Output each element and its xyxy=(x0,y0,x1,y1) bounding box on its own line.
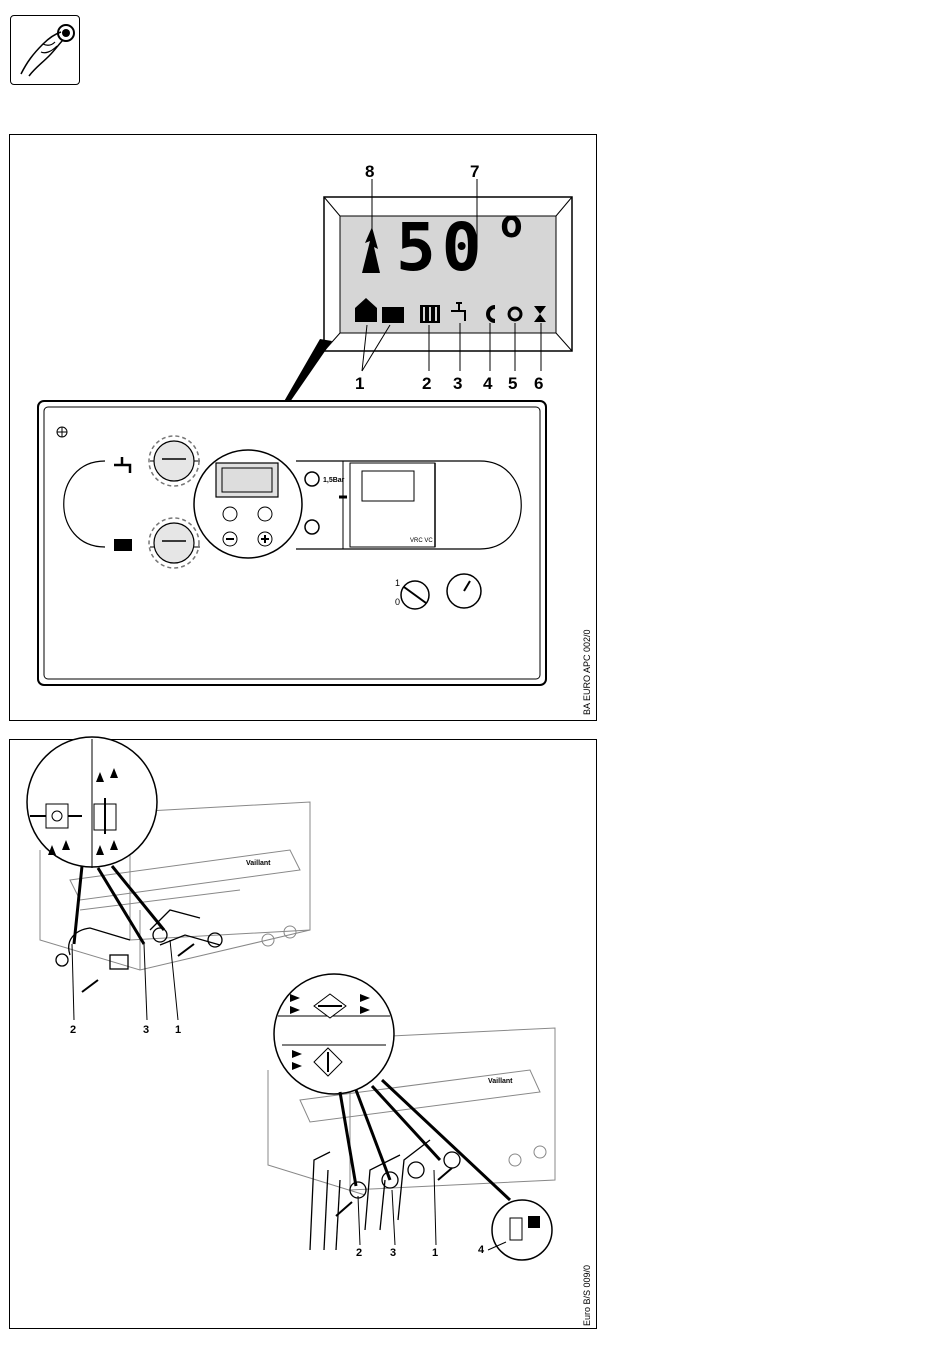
figure-valves: 2 3 1 2 3 1 4 Vaillant Vaillant Euro B/S… xyxy=(9,739,597,1329)
gauge-label-0: 0 xyxy=(395,597,400,608)
boiler-control-panel xyxy=(10,135,596,720)
valve-callout-1-upper: 1 xyxy=(175,1025,181,1036)
panel-bar-label: 1,5Bar xyxy=(323,475,344,486)
valve-callout-2-lower: 2 xyxy=(356,1248,362,1259)
valve-callout-4-lower: 4 xyxy=(478,1245,484,1256)
valves-illustration xyxy=(10,740,596,1328)
valve-callout-3-lower: 3 xyxy=(390,1248,396,1259)
panel-small-label: VRC VC xyxy=(410,536,433,547)
gauge-label-1: 1 xyxy=(395,578,400,589)
boiler-brand-lower: Vaillant xyxy=(488,1076,513,1087)
hand-turning-knob-icon xyxy=(10,15,80,85)
figure-control-panel: 50 o xyxy=(9,134,597,721)
boiler-brand-upper: Vaillant xyxy=(246,858,271,869)
figure1-caption: BA EURO APC 002/0 xyxy=(582,629,592,715)
figure2-caption: Euro B/S 009/0 xyxy=(582,1265,592,1326)
panel-radiator-icon xyxy=(114,539,132,551)
valve-callout-3-upper: 3 xyxy=(143,1025,149,1036)
valve-callout-1-lower: 1 xyxy=(432,1248,438,1259)
valve-callout-2-upper: 2 xyxy=(70,1025,76,1036)
